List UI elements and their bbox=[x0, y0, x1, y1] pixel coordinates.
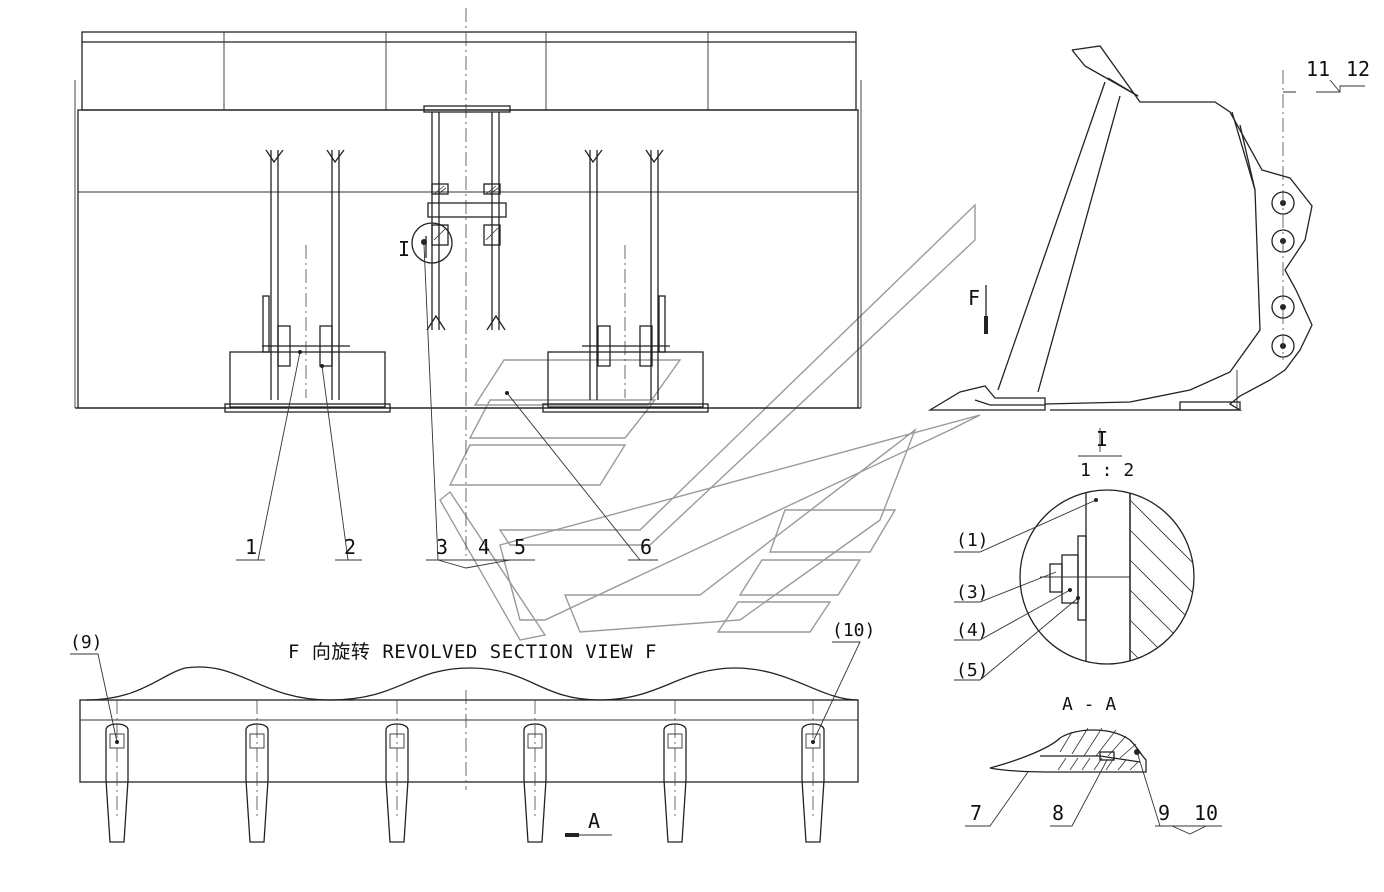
detail-label-3: (3) bbox=[956, 582, 989, 603]
part-label-4: 4 bbox=[478, 535, 490, 559]
bottom-label-10: (10) bbox=[832, 620, 875, 641]
part-label-12: 12 bbox=[1346, 57, 1370, 81]
revolved-view-title: F 向旋转 REVOLVED SECTION VIEW F bbox=[288, 641, 657, 663]
part-label-2: 2 bbox=[344, 535, 356, 559]
part-label-11: 11 bbox=[1306, 57, 1330, 81]
bottom-label-9: (9) bbox=[70, 632, 103, 653]
detail-scale-label: 1 : 2 bbox=[1080, 460, 1134, 481]
direction-marker-f: F bbox=[968, 286, 980, 310]
section-view-title: A - A bbox=[1062, 694, 1116, 715]
detail-view-i bbox=[954, 428, 1195, 681]
section-a-a-view bbox=[965, 727, 1222, 835]
section-label-8: 8 bbox=[1052, 801, 1064, 825]
bucket-bottom-view bbox=[70, 641, 861, 843]
section-label-9: 9 bbox=[1158, 801, 1170, 825]
part-label-3: 3 bbox=[436, 535, 448, 559]
part-label-5: 5 bbox=[514, 535, 526, 559]
section-label-10: 10 bbox=[1194, 801, 1218, 825]
bucket-front-view bbox=[74, 8, 862, 560]
detail-label-1: (1) bbox=[956, 530, 989, 551]
bucket-teeth bbox=[105, 700, 825, 843]
part-label-6: 6 bbox=[640, 535, 652, 559]
watermark-logo bbox=[439, 203, 981, 641]
front-view-leaders bbox=[236, 244, 658, 569]
section-label-7: 7 bbox=[970, 801, 982, 825]
detail-label-4: (4) bbox=[956, 620, 989, 641]
detail-name-label: I bbox=[1096, 427, 1108, 451]
detail-callout-label: I bbox=[398, 237, 410, 261]
bucket-side-view bbox=[927, 45, 1365, 411]
part-label-1: 1 bbox=[245, 535, 257, 559]
detail-label-5: (5) bbox=[956, 660, 989, 681]
section-marker-a: A bbox=[588, 809, 600, 833]
